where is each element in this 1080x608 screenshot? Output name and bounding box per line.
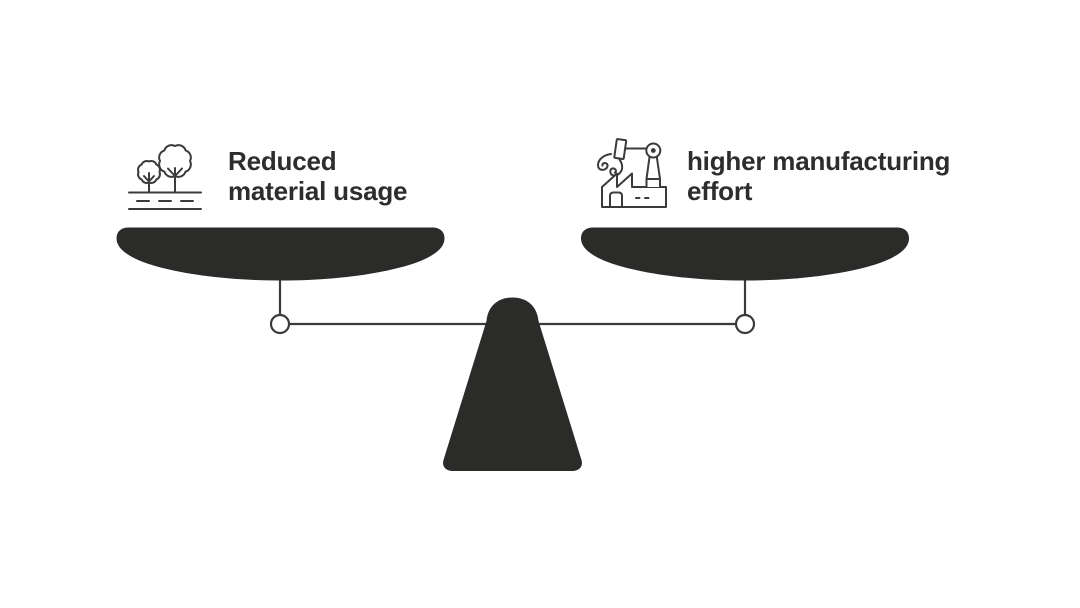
factory-building [601,172,667,208]
right-pan [581,227,909,281]
claw-left-pincer [597,153,612,171]
tower-outline [645,156,661,188]
left-label-line2: material usage [228,176,408,206]
right-pivot-circle [734,313,756,335]
left-label-line1: Reduced [228,146,337,176]
right-side-label: higher manufacturing effort [687,146,950,206]
small-tree-trunk [143,172,155,194]
right-label-line1: higher manufacturing [687,146,951,176]
trees-icon [128,144,202,210]
factory-door [609,191,623,208]
crane-block [613,138,628,160]
big-tree-trunk [167,167,183,194]
fulcrum [443,297,582,471]
left-pivot-circle [269,313,291,335]
claw-right-pincer [609,158,624,177]
left-pan [116,227,445,281]
left-side-label: Reduced material usage [228,146,407,206]
tower-pivot-hub [650,148,656,153]
factory-robot-arm-icon [597,138,667,208]
right-label-line2: effort [687,176,753,206]
